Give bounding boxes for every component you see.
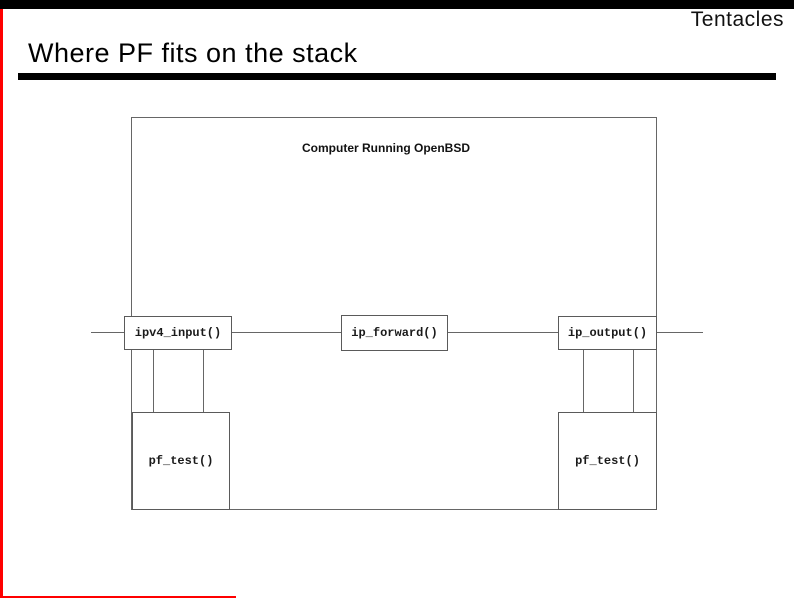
box-ip-output: ip_output() xyxy=(558,316,657,350)
box-pf-test-right: pf_test() xyxy=(558,412,657,510)
box-pf-test-left-label: pf_test() xyxy=(148,454,214,468)
box-pf-test-left: pf_test() xyxy=(132,412,230,510)
brand-text: Tentacles xyxy=(690,8,784,31)
page-title: Where PF fits on the stack xyxy=(28,38,358,68)
connector-ipv4-to-pftest-left-a xyxy=(153,349,154,413)
connector-output-to-pftest-right-b xyxy=(633,349,634,413)
title-underline xyxy=(18,73,776,80)
box-ip-output-label: ip_output() xyxy=(567,326,648,340)
connector-ipv4-to-pftest-left-b xyxy=(203,349,204,413)
computer-container-label: Computer Running OpenBSD xyxy=(302,141,470,155)
left-red-border xyxy=(0,9,3,598)
box-ipv4-input: ipv4_input() xyxy=(124,316,232,350)
box-ipv4-input-label: ipv4_input() xyxy=(134,326,222,340)
computer-container-box xyxy=(131,117,657,510)
box-pf-test-right-label: pf_test() xyxy=(575,454,640,468)
connector-output-to-pftest-right-a xyxy=(583,349,584,413)
box-ip-forward: ip_forward() xyxy=(341,315,448,351)
top-black-bar xyxy=(0,0,794,9)
bottom-red-border xyxy=(0,596,236,598)
box-ip-forward-label: ip_forward() xyxy=(351,326,438,340)
